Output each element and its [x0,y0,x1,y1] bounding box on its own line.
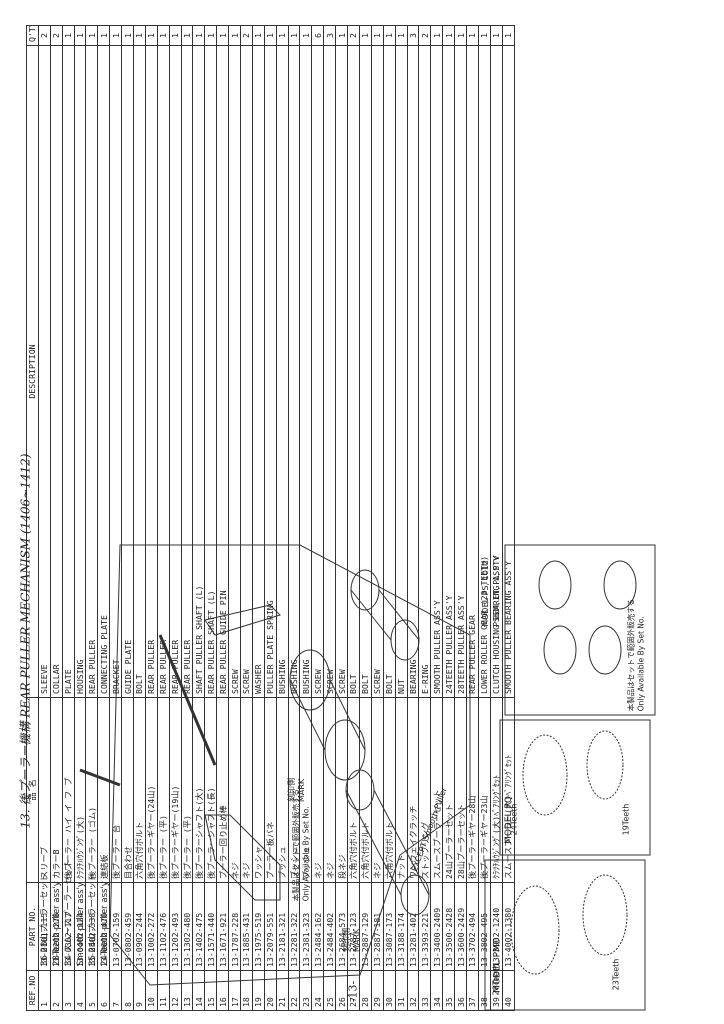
qty-cell: 3 [407,25,419,46]
legend-num: 35 [88,955,98,966]
gear-24-teeth [522,734,568,816]
qty-cell: 1 [395,25,407,46]
qty-cell: 1 [216,25,229,46]
teeth-23-label: 23Teeth [611,958,621,991]
legend-num: 34 [64,955,74,966]
qty-cell: 1 [276,25,289,46]
exploded-diagram: 13. 後プーラー機構 REAR PULLER MECHANISM (1406~… [0,454,724,1024]
qty-cell: 1 [228,25,241,46]
qty-cell: 2 [38,25,51,46]
qty-cell: 3 [323,25,336,46]
legend-jp: 28山プーラーセット [40,873,50,953]
qty-cell: 1 [85,25,98,46]
legend-en: 28Teeth puller ass'y [52,881,62,966]
model-ps-box [504,544,656,716]
legend-en: 24Teeth puller ass'y [100,881,110,966]
model-ps-title: MODEL PS, 1012 [480,560,490,627]
guide-pin-16 [79,768,121,787]
qty-cell: 1 [383,25,396,46]
qty-cell: 1 [490,25,503,46]
qty-cell: 1 [74,25,86,46]
model-pmd-box [484,859,646,1011]
qty-cell: 1 [430,25,443,46]
qty-cell: 1 [157,25,170,46]
qty-cell: 1 [478,25,491,46]
qty-cell: 1 [204,25,217,46]
bracket-7 [204,814,281,901]
qty-cell: 1 [502,25,515,46]
qty-cell: 1 [454,25,467,46]
model-ps-sub: PSSM, ET, PL, PTV [491,555,501,627]
qty-cell: 1 [145,25,158,46]
mark-en: MARK [352,928,361,952]
rear-puller-roller-11 [350,569,420,661]
teeth-19-label: 19Teeth [621,803,631,836]
qty-cell: 1 [181,25,193,46]
mark-jp: 刻印側 [342,928,351,952]
qty-cell: 1 [133,25,146,46]
qty-cell: 2 [240,25,253,46]
set-only-jp: 本製品はセットで範囲外販売する [626,598,636,712]
legend-en: Smooth puller ass'y [76,882,86,966]
legend-jp: スムースプーラーセット [64,859,74,953]
assembly-outline [109,544,471,986]
qty-cell: 1 [371,25,384,46]
header-qty: Q'TY [26,25,39,46]
qty-cell: 1 [192,25,205,46]
qty-cell: 1 [97,25,110,46]
connecting-plate-6 [204,604,281,636]
teeth-28-label: 28Teeth [491,963,501,996]
set-only-en: Only Available By Set No. [301,806,311,902]
qty-cell: 1 [335,25,348,46]
page-number: -13- [346,980,360,1003]
qty-cell: 1 [299,25,312,46]
qty-cell: 1 [288,25,300,46]
clutch-housing-4 [345,769,430,916]
qty-cell: 1 [466,25,479,46]
set-only-en: Only Available By Set No. [636,616,646,712]
shaft-14 [158,634,217,766]
qty-cell: 6 [311,25,324,46]
gear-28-teeth [510,885,560,975]
legend-num: 36 [40,955,50,966]
gear-19-teeth [586,730,624,800]
qty-cell: 1 [62,25,75,46]
section-title: 13. 後プーラー機構 REAR PULLER MECHANISM (1406~… [18,453,33,829]
gear-23-teeth [582,874,628,956]
qty-cell: 2 [50,25,63,46]
rear-puller-roller-5 [289,649,366,781]
qty-cell: 1 [442,25,455,46]
qty-cell: 2 [418,25,431,46]
qty-cell: 1 [109,25,122,46]
qty-cell: 1 [169,25,182,46]
legend-jp: 24山プーラーセット [88,873,98,953]
model-pq-box [499,719,651,856]
set-only-jp: 本製品はセットで範囲外販売する [291,788,301,902]
diagram-svg [79,544,656,1011]
qty-cell: 1 [252,25,265,46]
qty-cell: 1 [264,25,277,46]
qty-cell: 1 [121,25,134,46]
teeth-24-label: 24Teeth [509,803,519,836]
qty-cell: 1 [359,25,372,46]
qty-cell: 2 [347,25,360,46]
